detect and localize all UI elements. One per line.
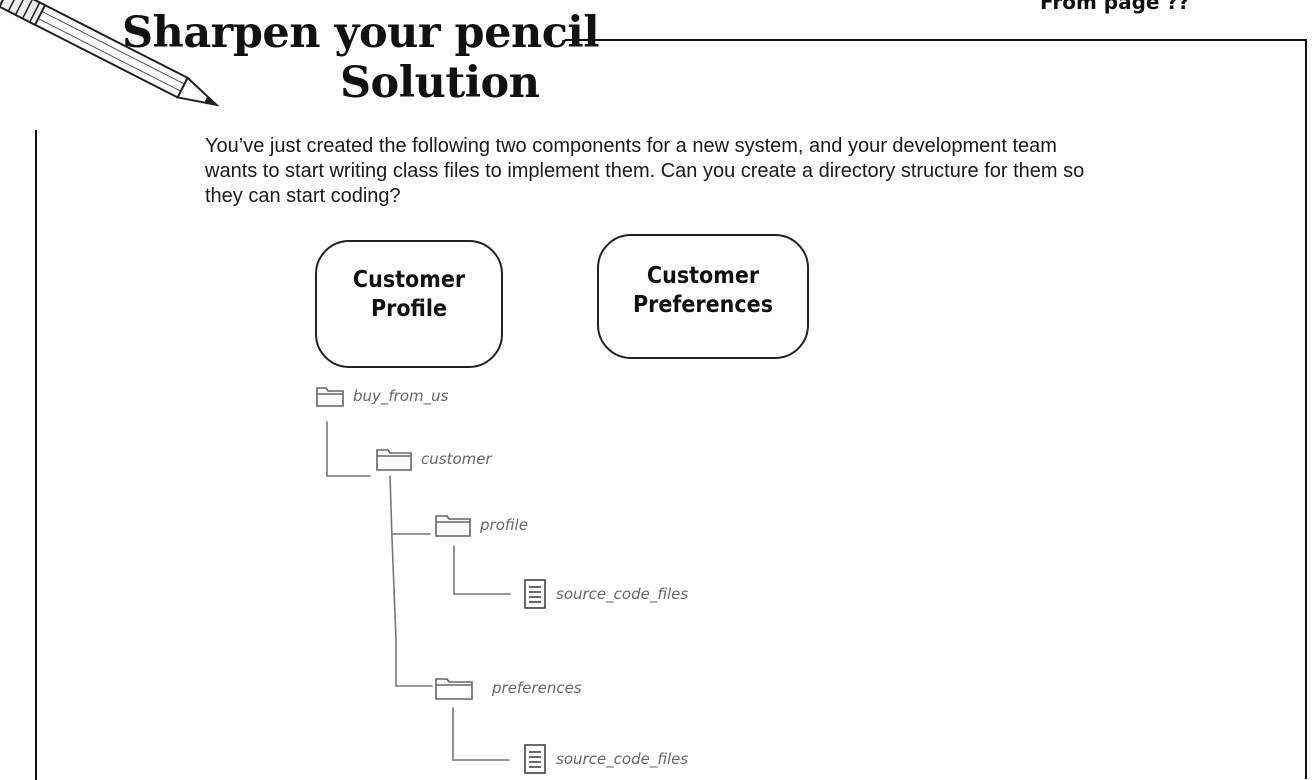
- frame-left-border: [35, 130, 37, 780]
- from-page-label: From page ??: [1040, 0, 1190, 14]
- folder-icon: [316, 387, 344, 407]
- pencil-icon: [0, 0, 270, 120]
- folder-icon: [435, 678, 473, 700]
- folder-icon: [376, 449, 412, 471]
- tree-node-label: customer: [421, 450, 492, 468]
- frame-top-border: [565, 39, 1307, 41]
- tree-node-label: buy_from_us: [353, 387, 449, 405]
- tree-node-label: source_code_files: [556, 750, 689, 768]
- tree-node-label: preferences: [492, 679, 582, 697]
- frame-right-border: [1305, 39, 1307, 779]
- tree-node-preferences: preferences: [434, 675, 582, 701]
- component-customer-preferences: Customer Preferences: [597, 234, 809, 359]
- tree-node-profile: profile: [434, 512, 528, 538]
- tree-node-label: profile: [480, 516, 528, 534]
- component-label: Customer Profile: [352, 267, 466, 322]
- tree-node-root: buy_from_us: [315, 384, 448, 408]
- tree-node-profile-files: source_code_files: [522, 578, 688, 610]
- page-title: Sharpen your pencil Solution: [122, 8, 600, 118]
- tree-node-label: source_code_files: [556, 585, 689, 603]
- title-line-1: Sharpen your pencil: [122, 8, 600, 58]
- component-label: Customer Preferences: [632, 262, 774, 318]
- exercise-prompt: You’ve just created the following two co…: [205, 135, 1085, 207]
- file-icon: [524, 744, 546, 774]
- tree-node-customer: customer: [375, 446, 492, 472]
- title-line-2: Solution: [340, 58, 540, 108]
- file-icon: [524, 579, 546, 609]
- component-customer-profile: Customer Profile: [315, 240, 503, 368]
- folder-icon: [435, 515, 471, 537]
- tree-node-preferences-files: source_code_files: [522, 743, 688, 775]
